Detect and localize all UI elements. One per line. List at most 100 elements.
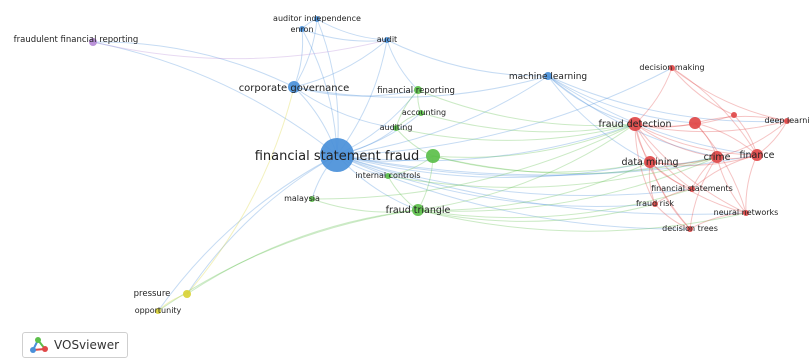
node-pres[interactable] (183, 290, 191, 298)
node-dt[interactable] (687, 226, 693, 232)
label-dmin: data mining (621, 157, 678, 168)
link-cg-enron (293, 28, 304, 88)
node-dl[interactable] (784, 118, 790, 124)
link-cg-aud (293, 86, 397, 129)
label-ml: machine learning (509, 72, 587, 82)
link-gbig-dmin (432, 155, 651, 173)
link-fsf-pres (186, 154, 338, 295)
link-mal-fd (311, 123, 636, 200)
network-labels: financial statement fraud corporate gover… (14, 14, 810, 315)
link-fsf-ml (336, 75, 549, 156)
link-ml-r1 (547, 75, 696, 124)
network-nodes (89, 16, 790, 314)
link-crime-dl (716, 120, 788, 158)
label-crime: crime (704, 152, 731, 163)
link-dm-dl (671, 67, 788, 122)
node-enron[interactable] (299, 26, 305, 32)
link-fd-dl (634, 120, 788, 133)
node-fr[interactable] (414, 86, 422, 94)
node-frisk[interactable] (652, 201, 658, 207)
link-fd-fs (634, 123, 693, 190)
link-fsf-crime (336, 154, 718, 177)
node-ft[interactable] (412, 204, 424, 216)
node-ffr[interactable] (89, 38, 97, 46)
link-ft-pres (186, 209, 419, 295)
link-ml-fin (547, 75, 758, 156)
link-gbig-crime (432, 155, 718, 175)
link-cg-fr (293, 86, 419, 97)
link-acc-fd (420, 112, 636, 133)
link-ft-fs (417, 188, 693, 219)
link-ft-opp (157, 209, 419, 312)
node-dmin[interactable] (644, 156, 656, 168)
node-opp[interactable] (155, 308, 161, 314)
label-opp: opportunity (135, 306, 182, 315)
label-fsf: financial statement fraud (255, 149, 420, 164)
label-mal: malaysia (284, 194, 320, 203)
node-nn[interactable] (743, 210, 749, 216)
link-cg-audit (293, 39, 388, 88)
link-fin-fs (691, 154, 758, 190)
node-acc[interactable] (418, 110, 424, 116)
link-audit-fr (386, 39, 419, 91)
node-ic[interactable] (385, 173, 391, 179)
label-audit: audit (377, 35, 397, 44)
link-cg-ai (293, 18, 318, 88)
node-crime[interactable] (711, 151, 723, 163)
link-ft-frisk (417, 203, 656, 222)
link-ft-crime (417, 156, 718, 212)
label-dt: decision trees (662, 224, 718, 233)
label-ft: fraud triangle (386, 205, 451, 216)
link-fs-frisk (654, 188, 693, 205)
link-fsf-dmin (336, 154, 651, 178)
node-fin[interactable] (751, 149, 763, 161)
node-fd[interactable] (628, 117, 642, 131)
node-gbig[interactable] (426, 149, 440, 163)
link-fd-fin (634, 123, 758, 156)
link-ai-audit (316, 18, 388, 41)
node-fsf[interactable] (320, 138, 354, 172)
node-dm[interactable] (669, 65, 675, 71)
label-dm: decision making (639, 63, 704, 72)
link-ml-crime (547, 75, 718, 158)
link-frisk-dt (654, 203, 691, 230)
label-nn: neural networks (714, 208, 779, 217)
node-audit[interactable] (384, 37, 390, 43)
vosviewer-brand-label: VOSviewer (54, 338, 120, 352)
node-mal[interactable] (309, 196, 315, 202)
link-fsf-fin (336, 154, 758, 176)
link-aud-fd (395, 123, 636, 141)
link-pres-cg (186, 86, 295, 295)
node-r1[interactable] (689, 117, 701, 129)
link-mal-ft (311, 198, 419, 213)
link-fd-frisk (634, 123, 656, 205)
link-crime-dt (689, 156, 718, 230)
link-dmin-crime (649, 156, 718, 165)
link-dl-r1 (694, 115, 788, 124)
node-aud[interactable] (393, 125, 399, 131)
link-fsf-frisk (336, 154, 656, 207)
link-nn-r1 (694, 122, 747, 214)
link-dm-r2 (671, 67, 735, 116)
link-ffr-audit (92, 39, 388, 60)
link-cg-ml (293, 75, 549, 98)
link-fsf-nn (336, 154, 747, 215)
link-fin-nn (745, 154, 758, 214)
link-fd-crime (634, 123, 718, 158)
label-aud: auditing (380, 123, 413, 132)
label-cg: corporate governance (239, 83, 350, 94)
link-fr-fd (417, 89, 636, 127)
node-ml[interactable] (544, 72, 552, 80)
network-links (92, 18, 788, 312)
link-fsf-audit (336, 39, 388, 156)
label-frisk: fraud risk (636, 199, 674, 208)
node-fs[interactable] (689, 186, 695, 192)
node-r2[interactable] (731, 112, 737, 118)
link-ft-fd (417, 123, 636, 211)
label-fd: fraud detection (598, 119, 671, 130)
node-cg[interactable] (288, 81, 300, 93)
label-dl: deep learni (764, 116, 809, 125)
link-dmin-fin (649, 154, 758, 166)
node-ai[interactable] (314, 16, 320, 22)
